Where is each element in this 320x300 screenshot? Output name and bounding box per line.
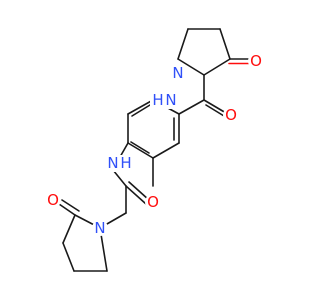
atom-o-amide-top: O <box>225 106 237 124</box>
bottom-carboxamide <box>99 142 150 229</box>
atom-o-amide-bottom: O <box>147 193 159 211</box>
molecule-diagram: N O H N O N H O N O <box>45 28 264 272</box>
bond <box>62 214 76 244</box>
bond <box>178 99 205 115</box>
bond <box>205 104 225 117</box>
bond <box>112 169 127 187</box>
bond <box>203 58 231 76</box>
bond <box>127 142 154 159</box>
label-mask <box>45 192 61 208</box>
label-mask <box>105 155 135 172</box>
bond <box>130 141 150 154</box>
label-mask <box>248 53 264 69</box>
label-mask <box>223 107 239 123</box>
atom-n-ring-top: N <box>172 64 183 82</box>
bond <box>131 104 151 117</box>
bond <box>177 28 189 60</box>
atom-nh-top-n: N <box>165 91 176 109</box>
atom-nh-bottom-n: N <box>107 154 118 172</box>
label-mask <box>170 65 186 81</box>
label-mask <box>150 92 180 109</box>
bond <box>152 142 180 159</box>
label-mask <box>145 194 161 210</box>
label-mask <box>92 220 108 236</box>
atom-nh-top-h: H <box>152 91 163 109</box>
bond <box>125 185 147 205</box>
top-carboxamide <box>178 74 227 117</box>
benzene-ring <box>127 99 180 187</box>
bond <box>127 99 154 115</box>
bond <box>177 58 205 76</box>
bond <box>58 203 76 216</box>
bond <box>61 199 80 212</box>
atom-labels: N O H N O N H O N O <box>45 52 264 237</box>
atom-o-ring-bottom: O <box>47 191 59 209</box>
atom-nh-bottom-h: H <box>120 154 131 172</box>
bond <box>219 28 231 60</box>
atom-o-ring-top: O <box>250 52 262 70</box>
structure-svg: N O H N O N H O N O <box>45 28 264 272</box>
bond <box>203 99 227 114</box>
bond <box>119 142 129 158</box>
atom-n-ring-bottom: N <box>94 219 105 237</box>
bond <box>62 242 75 272</box>
bond <box>128 181 150 201</box>
top-pyrrolidinone-ring <box>177 28 251 76</box>
